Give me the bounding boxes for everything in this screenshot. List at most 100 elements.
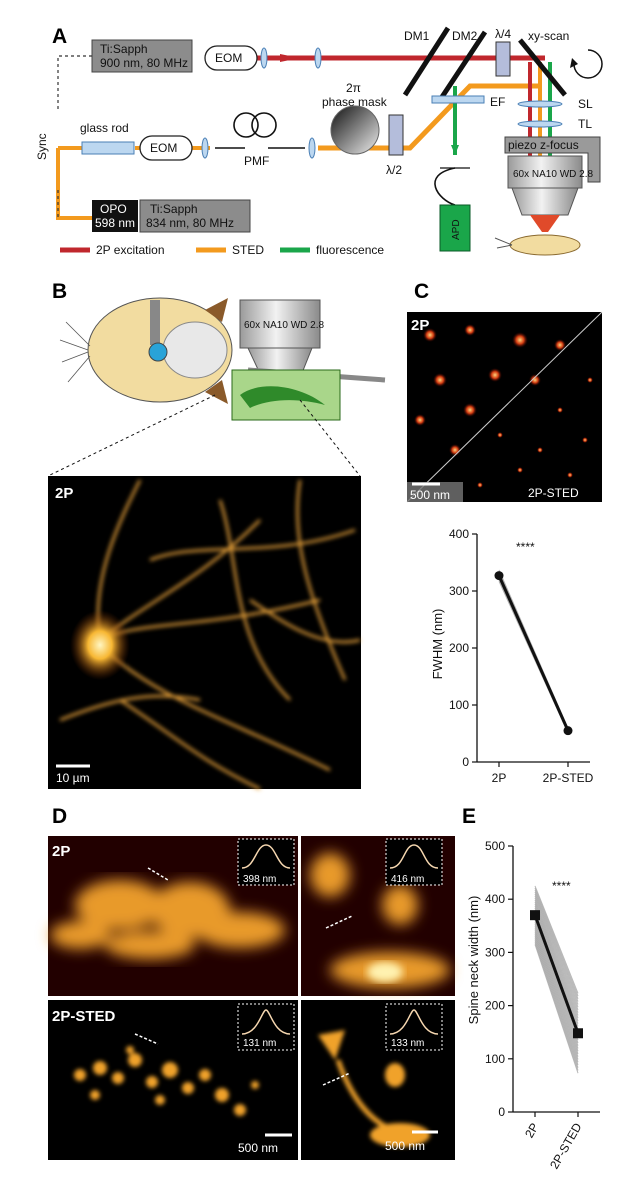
eom-top — [204, 45, 258, 71]
objective-label: 60x NA10 WD 2.8 — [513, 169, 593, 180]
sl-label: SL — [578, 97, 593, 111]
d-inset-bl-label: 131 nm — [243, 1038, 276, 1049]
phase-mask — [330, 105, 380, 155]
y-tick-label: 100 — [449, 698, 469, 712]
pmf-label: PMF — [244, 154, 269, 168]
d-inset-tr-label: 416 nm — [391, 874, 424, 885]
objective-nose — [511, 187, 579, 216]
pair-line — [534, 926, 579, 1049]
phase-mask-2pi: 2π — [346, 81, 361, 95]
y-tick-label: 200 — [485, 999, 505, 1013]
d-inset-br-label: 133 nm — [391, 1038, 424, 1049]
objective-b-label: 60x NA10 WD 2.8 — [244, 320, 324, 331]
hippocampus — [240, 386, 325, 408]
tl-label: TL — [578, 117, 592, 131]
glass-rod — [81, 141, 135, 155]
pair-line — [534, 930, 579, 1055]
apd-fiber — [434, 167, 456, 206]
y-tick-label: 0 — [498, 1105, 505, 1119]
y-tick-label: 300 — [449, 584, 469, 598]
d-inset-tr: 416 nm — [385, 838, 443, 886]
mean-line — [533, 914, 580, 1034]
d-line-bl — [134, 1033, 159, 1045]
d-inset-tl-label: 398 nm — [243, 874, 276, 885]
mean-point — [573, 1028, 583, 1039]
objective-b-body — [239, 299, 321, 349]
d-scalebar-left-label: 500 nm — [238, 1141, 278, 1155]
pair-line — [534, 891, 579, 1002]
pair-line — [534, 907, 579, 1024]
d-scalebar-right-label: 500 nm — [385, 1139, 425, 1153]
c-label-sted: 2P-STED — [528, 486, 579, 500]
chart-e-ylabel: Spine neck width (nm) — [466, 896, 481, 1025]
piezo-stage — [504, 136, 601, 183]
pair-line — [534, 940, 579, 1068]
ef-label: EF — [490, 95, 505, 109]
dm1-mirror — [402, 26, 451, 97]
laser-834-spec: 834 nm, 80 MHz — [146, 216, 234, 230]
y-tick-label: 0 — [462, 755, 469, 769]
laser-900-name: Ti:Sapph — [100, 42, 148, 56]
d-inset-bl: 131 nm — [237, 1003, 295, 1051]
lenses — [201, 47, 322, 159]
x-tick-label: 2P — [492, 771, 507, 785]
c-scalebar-label: 500 nm — [410, 488, 450, 502]
panel-label-e: E — [462, 805, 476, 828]
pair-line — [534, 920, 579, 1041]
piezo-label: piezo z-focus — [508, 138, 579, 152]
pair-line — [534, 932, 579, 1057]
d-inset-tl: 398 nm — [237, 838, 295, 886]
chart-c-ylabel: FWHM (nm) — [430, 609, 445, 680]
x-tick-label: 2P — [522, 1121, 541, 1141]
chart-c-annotation: **** — [516, 540, 535, 554]
pair-line — [534, 901, 579, 1016]
phase-mask-label: phase mask — [322, 95, 388, 109]
pair-line — [534, 936, 579, 1063]
pair-line — [534, 893, 579, 1005]
pair-line — [534, 928, 579, 1052]
c-label-2p: 2P — [411, 317, 429, 334]
d-label-2p: 2P — [52, 843, 70, 860]
x-tick-label: 2P-STED — [547, 1120, 585, 1171]
laser-900 — [91, 39, 193, 73]
laser-834-name: Ti:Sapph — [150, 202, 198, 216]
laser-834 — [139, 199, 251, 233]
legend-label-sted: STED — [232, 243, 264, 257]
pair-line — [534, 909, 579, 1027]
dm2-label: DM2 — [452, 29, 478, 43]
quarter-wave-plate — [495, 41, 511, 77]
c-scalebar-bg — [407, 482, 463, 502]
apd-box — [439, 204, 471, 252]
d-line-tl — [147, 867, 169, 881]
legend-label-fluorescence: fluorescence — [316, 243, 384, 257]
chart-spine-neck: Spine neck width (nm) **** 0100200300400… — [466, 839, 600, 1171]
dm2-mirror — [437, 30, 488, 102]
mean-point — [563, 726, 573, 736]
mean-point — [494, 571, 504, 581]
pair-line — [534, 889, 579, 1000]
half-wave-plate — [388, 114, 404, 156]
pair-line — [534, 905, 579, 1022]
y-tick-label: 500 — [485, 839, 505, 853]
pair-line — [534, 938, 579, 1066]
y-tick-label: 400 — [449, 527, 469, 541]
half-wave-label: λ/2 — [386, 163, 402, 177]
tube-lens — [517, 120, 563, 128]
y-tick-label: 100 — [485, 1052, 505, 1066]
pair-line — [534, 922, 579, 1044]
mouse-head-a — [509, 234, 581, 256]
glass-rod-label: glass rod — [80, 121, 129, 135]
d-label-sted: 2P-STED — [52, 1008, 116, 1025]
sync-label: Sync — [35, 133, 49, 160]
y-tick-label: 200 — [449, 641, 469, 655]
opo-spec: 598 nm — [95, 216, 135, 230]
y-tick-label: 300 — [485, 945, 505, 959]
b-image-label: 2P — [55, 485, 73, 502]
quarter-wave-label: λ/4 — [495, 27, 511, 41]
panel-label-b: B — [52, 280, 67, 303]
laser-900-spec: 900 nm, 80 MHz — [100, 56, 188, 70]
pair-line — [534, 924, 579, 1046]
eom-top-label: EOM — [215, 51, 242, 65]
mean-point — [530, 910, 540, 921]
